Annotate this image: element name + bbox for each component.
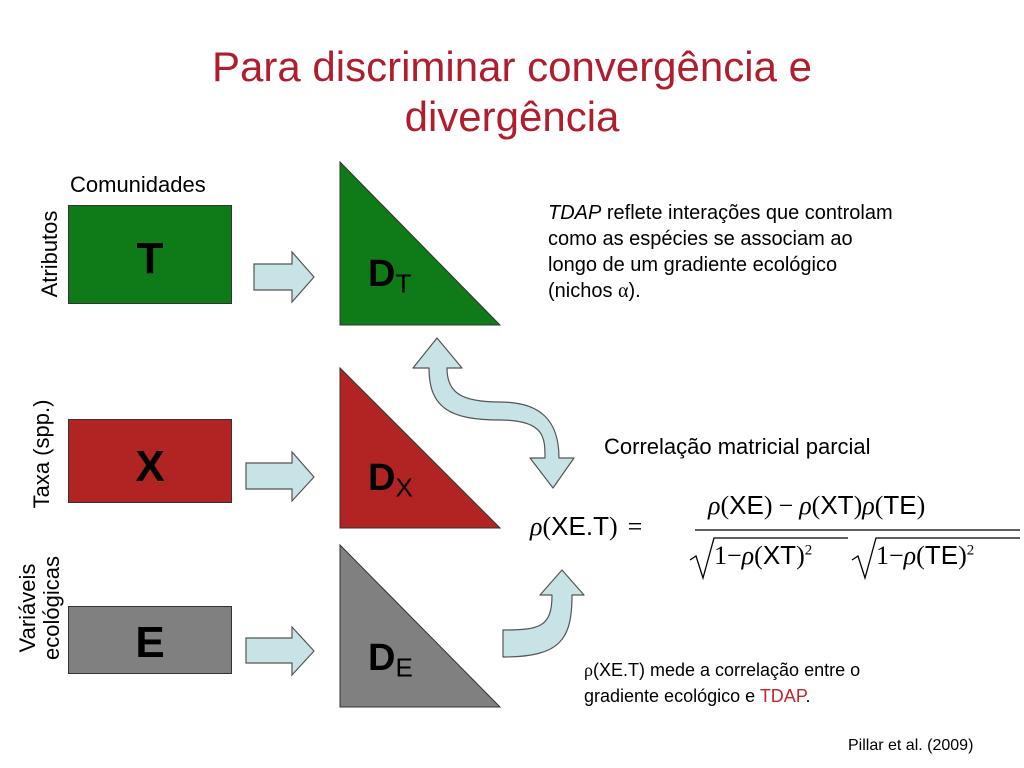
- den1-sq: 2: [804, 542, 813, 559]
- label-de: DE: [368, 637, 413, 684]
- formula-denominator-1: 1−ρ(XT)2: [714, 540, 813, 570]
- lhs-args: XE.T: [551, 511, 609, 541]
- de-main: D: [368, 637, 396, 679]
- dt-main: D: [368, 253, 396, 295]
- num-minus: −: [778, 491, 794, 520]
- comunidades-label: Comunidades: [70, 172, 206, 197]
- correlation-heading: Correlação matricial parcial: [604, 434, 871, 459]
- curved-arrow-de-formula: [502, 569, 585, 658]
- bottom-note-line-2: gradiente ecológico e TDAP.: [584, 683, 1014, 709]
- num-rho-1: ρ: [708, 491, 721, 520]
- bottom-tdap: TDAP: [759, 686, 806, 706]
- den2-minus: −: [889, 541, 904, 570]
- alpha-symbol: α: [618, 280, 629, 302]
- dx-main: D: [368, 457, 396, 499]
- tdap-italic: TDAP: [548, 202, 602, 224]
- den2-arg: TE: [924, 540, 959, 570]
- matrix-x-letter: X: [135, 442, 165, 491]
- matrix-t-letter: T: [136, 234, 164, 283]
- sqrt-sign-1: [689, 537, 848, 581]
- num-c: TE: [883, 490, 917, 520]
- tdap-line-4-end: ).: [628, 280, 641, 302]
- curved-arrow-dt-formula: [412, 337, 575, 489]
- den1-rho: ρ: [741, 541, 755, 570]
- triangle-de: [339, 543, 502, 708]
- den1-minus: −: [727, 541, 742, 570]
- sqrt-sign-2: [851, 537, 1020, 581]
- num-rho-3: ρ: [862, 491, 875, 520]
- label-dx: DX: [368, 457, 413, 504]
- matrix-t-box: T: [68, 205, 232, 304]
- num-a: XE: [729, 490, 764, 520]
- tdap-note-line-4: (nichos α).: [548, 278, 1008, 304]
- matrix-e-letter: E: [135, 618, 165, 667]
- title-line-1: Para discriminar convergência e: [212, 43, 812, 90]
- title-line-2: divergência: [404, 93, 620, 140]
- bottom-note-line-1: ρ(XE.T) mede a correlação entre o: [584, 657, 1014, 683]
- triangle-dt: [339, 160, 502, 326]
- bottom-part-1: (XE.T) mede a correlação entre o: [592, 660, 861, 680]
- num-rho-2: ρ: [799, 491, 812, 520]
- arrow-x-to-dx: [245, 450, 315, 503]
- bottom-period: .: [805, 686, 811, 706]
- page-title: Para discriminar convergência e divergên…: [0, 42, 1024, 142]
- bottom-note: ρ(XE.T) mede a correlação entre o gradie…: [584, 657, 1014, 709]
- den2-sq: 2: [966, 542, 975, 559]
- de-sub: E: [395, 652, 413, 683]
- den1-arg: XT: [762, 540, 797, 570]
- bottom-rho: ρ: [584, 660, 593, 680]
- formula-lhs: ρ(XE.T)=: [530, 511, 643, 541]
- den2-one: 1: [876, 541, 889, 570]
- arrow-t-to-dt: [253, 250, 315, 304]
- tdap-note-line-1: TDAP reflete interações que controlam: [548, 200, 1008, 226]
- matrix-x-box: X: [68, 419, 232, 503]
- num-b: XT: [820, 490, 854, 520]
- triangle-dx: [339, 366, 502, 529]
- lhs-equals: =: [627, 512, 643, 541]
- den1-one: 1: [714, 541, 727, 570]
- den2-rho: ρ: [903, 541, 917, 570]
- tdap-note-line-2: como as espécies se associam ao: [548, 228, 853, 250]
- lhs-rho: ρ: [530, 512, 543, 541]
- label-dt: DT: [368, 253, 411, 300]
- tdap-note: TDAP reflete interações que controlam co…: [548, 200, 1008, 304]
- tdap-line-1-rest: reflete interações que controlam: [601, 202, 893, 224]
- arrow-e-to-de: [245, 625, 315, 677]
- formula-denominator-2: 1−ρ(TE)2: [876, 540, 975, 570]
- matrix-e-box: E: [68, 606, 232, 674]
- tdap-line-4-start: (nichos: [548, 280, 619, 302]
- bottom-part-2: gradiente ecológico e: [584, 686, 760, 706]
- citation: Pillar et al. (2009): [848, 737, 974, 754]
- dt-sub: T: [395, 268, 412, 299]
- tdap-note-line-3: longo de um gradiente ecológico: [548, 254, 838, 276]
- dx-sub: X: [395, 472, 413, 503]
- formula-numerator: ρ(XE)−ρ(XT)ρ(TE): [708, 490, 926, 520]
